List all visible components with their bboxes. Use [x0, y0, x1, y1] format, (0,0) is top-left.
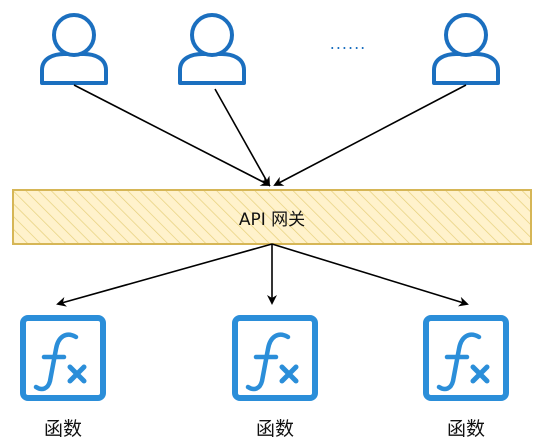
user-icon-2	[178, 13, 246, 85]
function-icon-2	[232, 315, 318, 401]
user-icon-1	[40, 13, 108, 85]
user-icon-3	[432, 13, 500, 85]
more-users-ellipsis: ......	[329, 34, 367, 53]
gateway-label: API 网关	[238, 209, 306, 230]
gateway-box	[12, 189, 532, 245]
function-icon-3	[423, 315, 509, 401]
function-label-3: 函数	[446, 418, 485, 440]
function-label-1: 函数	[43, 418, 82, 440]
arrow-user-1-to-gateway	[73, 84, 271, 186]
arrow-user-3-to-gateway	[273, 84, 467, 186]
function-label-2: 函数	[255, 418, 294, 440]
arrow-gateway-to-function-3	[271, 243, 469, 307]
arrow-gateway-to-function-1	[56, 243, 273, 307]
function-icon-1	[20, 315, 106, 401]
arrow-user-2-to-gateway	[214, 88, 270, 187]
